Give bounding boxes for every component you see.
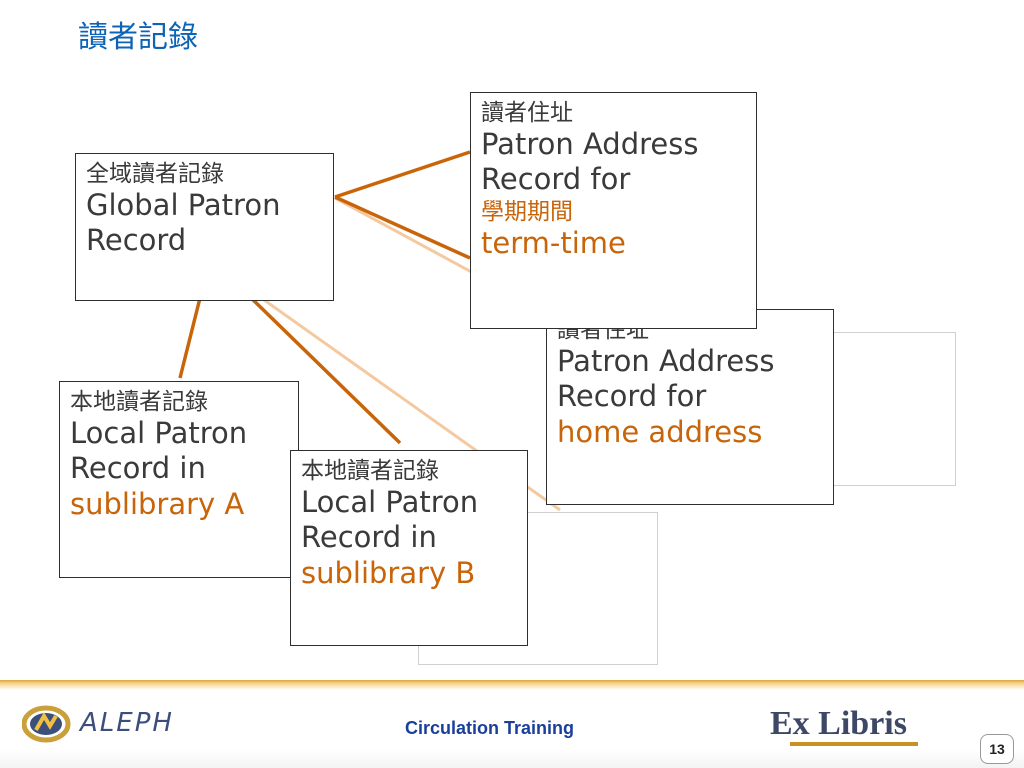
patron-address-home-line2: Record for	[557, 379, 707, 414]
local-patron-b-highlight: sublibrary B	[301, 555, 476, 590]
patron-address-home-highlight: home address	[557, 414, 763, 449]
patron-address-home-box: 讀者住址 Patron Address Record for home addr…	[546, 309, 834, 505]
global-patron-line1: Global Patron	[86, 188, 281, 223]
ex-libris-underline	[790, 742, 918, 746]
local-patron-b-box: 本地讀者記錄 Local Patron Record in sublibrary…	[290, 450, 528, 646]
page-number: 13	[980, 734, 1014, 764]
patron-address-home-line1: Patron Address	[557, 344, 775, 379]
connector-global-to-term-bottom	[334, 195, 471, 260]
patron-address-term-highlight: term-time	[481, 225, 626, 260]
global-patron-cjk: 全域讀者記錄	[86, 161, 224, 187]
patron-address-term-cjk-highlight: 學期期間	[481, 198, 573, 225]
patron-address-term-box: 讀者住址 Patron Address Record for 學期期間 term…	[470, 92, 757, 329]
local-patron-a-line1: Local Patron	[70, 416, 248, 451]
local-patron-a-cjk: 本地讀者記錄	[70, 389, 208, 415]
connector-global-to-term-top	[334, 150, 471, 199]
footer-band	[0, 680, 1024, 768]
ex-libris-logo: Ex Libris	[770, 705, 907, 742]
local-patron-a-line2: Record in	[70, 451, 206, 486]
local-patron-b-line2: Record in	[301, 520, 437, 555]
patron-address-term-cjk: 讀者住址	[481, 100, 573, 126]
local-patron-a-box: 本地讀者記錄 Local Patron Record in sublibrary…	[59, 381, 299, 578]
local-patron-b-line1: Local Patron	[301, 485, 479, 520]
local-patron-a-highlight: sublibrary A	[70, 486, 245, 521]
slide-title: 讀者記錄	[78, 20, 198, 55]
local-patron-b-cjk: 本地讀者記錄	[301, 458, 439, 484]
footer-title: Circulation Training	[405, 718, 575, 738]
global-patron-line2: Record	[86, 223, 187, 258]
global-patron-record-box: 全域讀者記錄 Global Patron Record	[75, 153, 334, 301]
aleph-logo-icon	[22, 705, 71, 743]
patron-address-term-line2: Record for	[481, 162, 631, 197]
aleph-logo-text: ALEPH	[80, 708, 174, 738]
patron-address-term-line1: Patron Address	[481, 127, 699, 162]
